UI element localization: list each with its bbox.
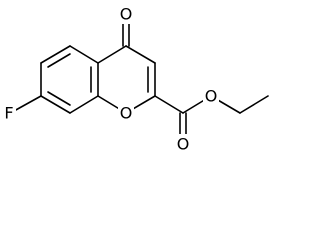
- atom-ester-carbonyl-oxygen: O: [175, 134, 191, 154]
- ester-oxygen-label: O: [205, 87, 218, 106]
- pyranone-ring: [97, 45, 156, 114]
- bond-benzene-bottom-left: [40, 95, 71, 114]
- bond-benzene-inner-top-left: [47, 53, 71, 68]
- fluorine-label: F: [4, 104, 13, 123]
- benzene-ring: [40, 45, 99, 114]
- bond-ch2-ch3: [239, 95, 269, 114]
- atom-ring-oxygen: O: [118, 103, 134, 123]
- bond-benzene-top-right: [69, 45, 99, 64]
- bond-c4a-c4: [97, 45, 127, 64]
- bond-c2-ester-carbon: [154, 95, 184, 114]
- carbonyl-oxygen-label: O: [120, 5, 133, 24]
- bond-benzene-top-left: [40, 45, 71, 64]
- atom-fluorine: F: [2, 103, 16, 123]
- bond-c7-f: [13, 95, 42, 112]
- atom-ester-oxygen: O: [203, 86, 219, 106]
- ring-oxygen-label: O: [120, 104, 133, 123]
- bond-benzene-bottom-right: [69, 95, 99, 114]
- ester-carbonyl-oxygen-label: O: [177, 135, 190, 154]
- bond-benzene-inner-bottom-left: [47, 91, 71, 106]
- ketone-carbonyl: [122, 19, 130, 47]
- molecule-structure: O O F O O: [2, 4, 269, 154]
- atom-carbonyl-oxygen: O: [118, 4, 134, 24]
- bond-c4-c3: [125, 45, 156, 64]
